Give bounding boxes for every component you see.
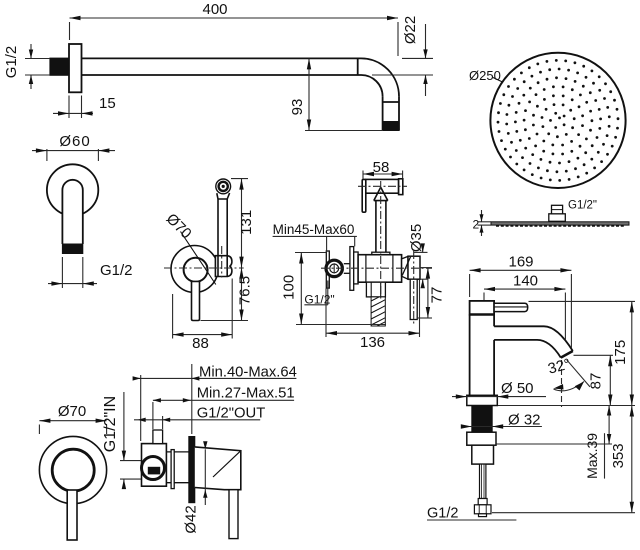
svg-text:Ø42: Ø42: [183, 505, 200, 533]
svg-text:Ø70: Ø70: [163, 210, 195, 242]
svg-text:Ø60: Ø60: [59, 133, 90, 150]
svg-text:32°: 32°: [546, 356, 572, 378]
svg-text:Min.40-Max.64: Min.40-Max.64: [199, 364, 297, 380]
svg-text:2: 2: [473, 218, 480, 232]
svg-text:G1/2"IN: G1/2"IN: [102, 396, 119, 452]
svg-text:77: 77: [429, 287, 446, 304]
svg-text:Max.39: Max.39: [584, 433, 600, 479]
svg-text:87: 87: [588, 373, 605, 390]
svg-text:131: 131: [238, 210, 255, 235]
svg-text:58: 58: [373, 159, 390, 176]
svg-text:140: 140: [513, 272, 538, 289]
svg-text:Ø250: Ø250: [469, 68, 501, 83]
svg-text:93: 93: [289, 99, 306, 116]
svg-text:G1/2"OUT: G1/2"OUT: [197, 405, 266, 421]
svg-text:15: 15: [99, 95, 116, 112]
svg-text:G1/2: G1/2: [3, 46, 20, 79]
svg-text:Min45-Max60: Min45-Max60: [273, 222, 355, 237]
svg-text:Ø70: Ø70: [58, 403, 86, 420]
svg-text:100: 100: [281, 275, 298, 300]
svg-text:353: 353: [610, 443, 627, 468]
svg-text:Min.27-Max.51: Min.27-Max.51: [197, 385, 295, 401]
svg-text:Ø 32: Ø 32: [508, 412, 541, 429]
svg-text:400: 400: [202, 1, 227, 18]
svg-text:175: 175: [612, 340, 629, 365]
svg-text:136: 136: [360, 334, 385, 351]
svg-text:Ø 50: Ø 50: [501, 380, 534, 397]
svg-text:G1/2": G1/2": [304, 293, 334, 307]
svg-text:169: 169: [508, 254, 533, 271]
svg-text:88: 88: [192, 335, 209, 352]
svg-text:76.5: 76.5: [237, 276, 254, 305]
svg-text:G1/2": G1/2": [568, 200, 597, 212]
svg-text:Ø22: Ø22: [402, 16, 419, 44]
svg-text:Ø35: Ø35: [408, 224, 425, 252]
svg-text:G1/2: G1/2: [100, 262, 133, 279]
svg-text:G1/2: G1/2: [427, 506, 458, 522]
